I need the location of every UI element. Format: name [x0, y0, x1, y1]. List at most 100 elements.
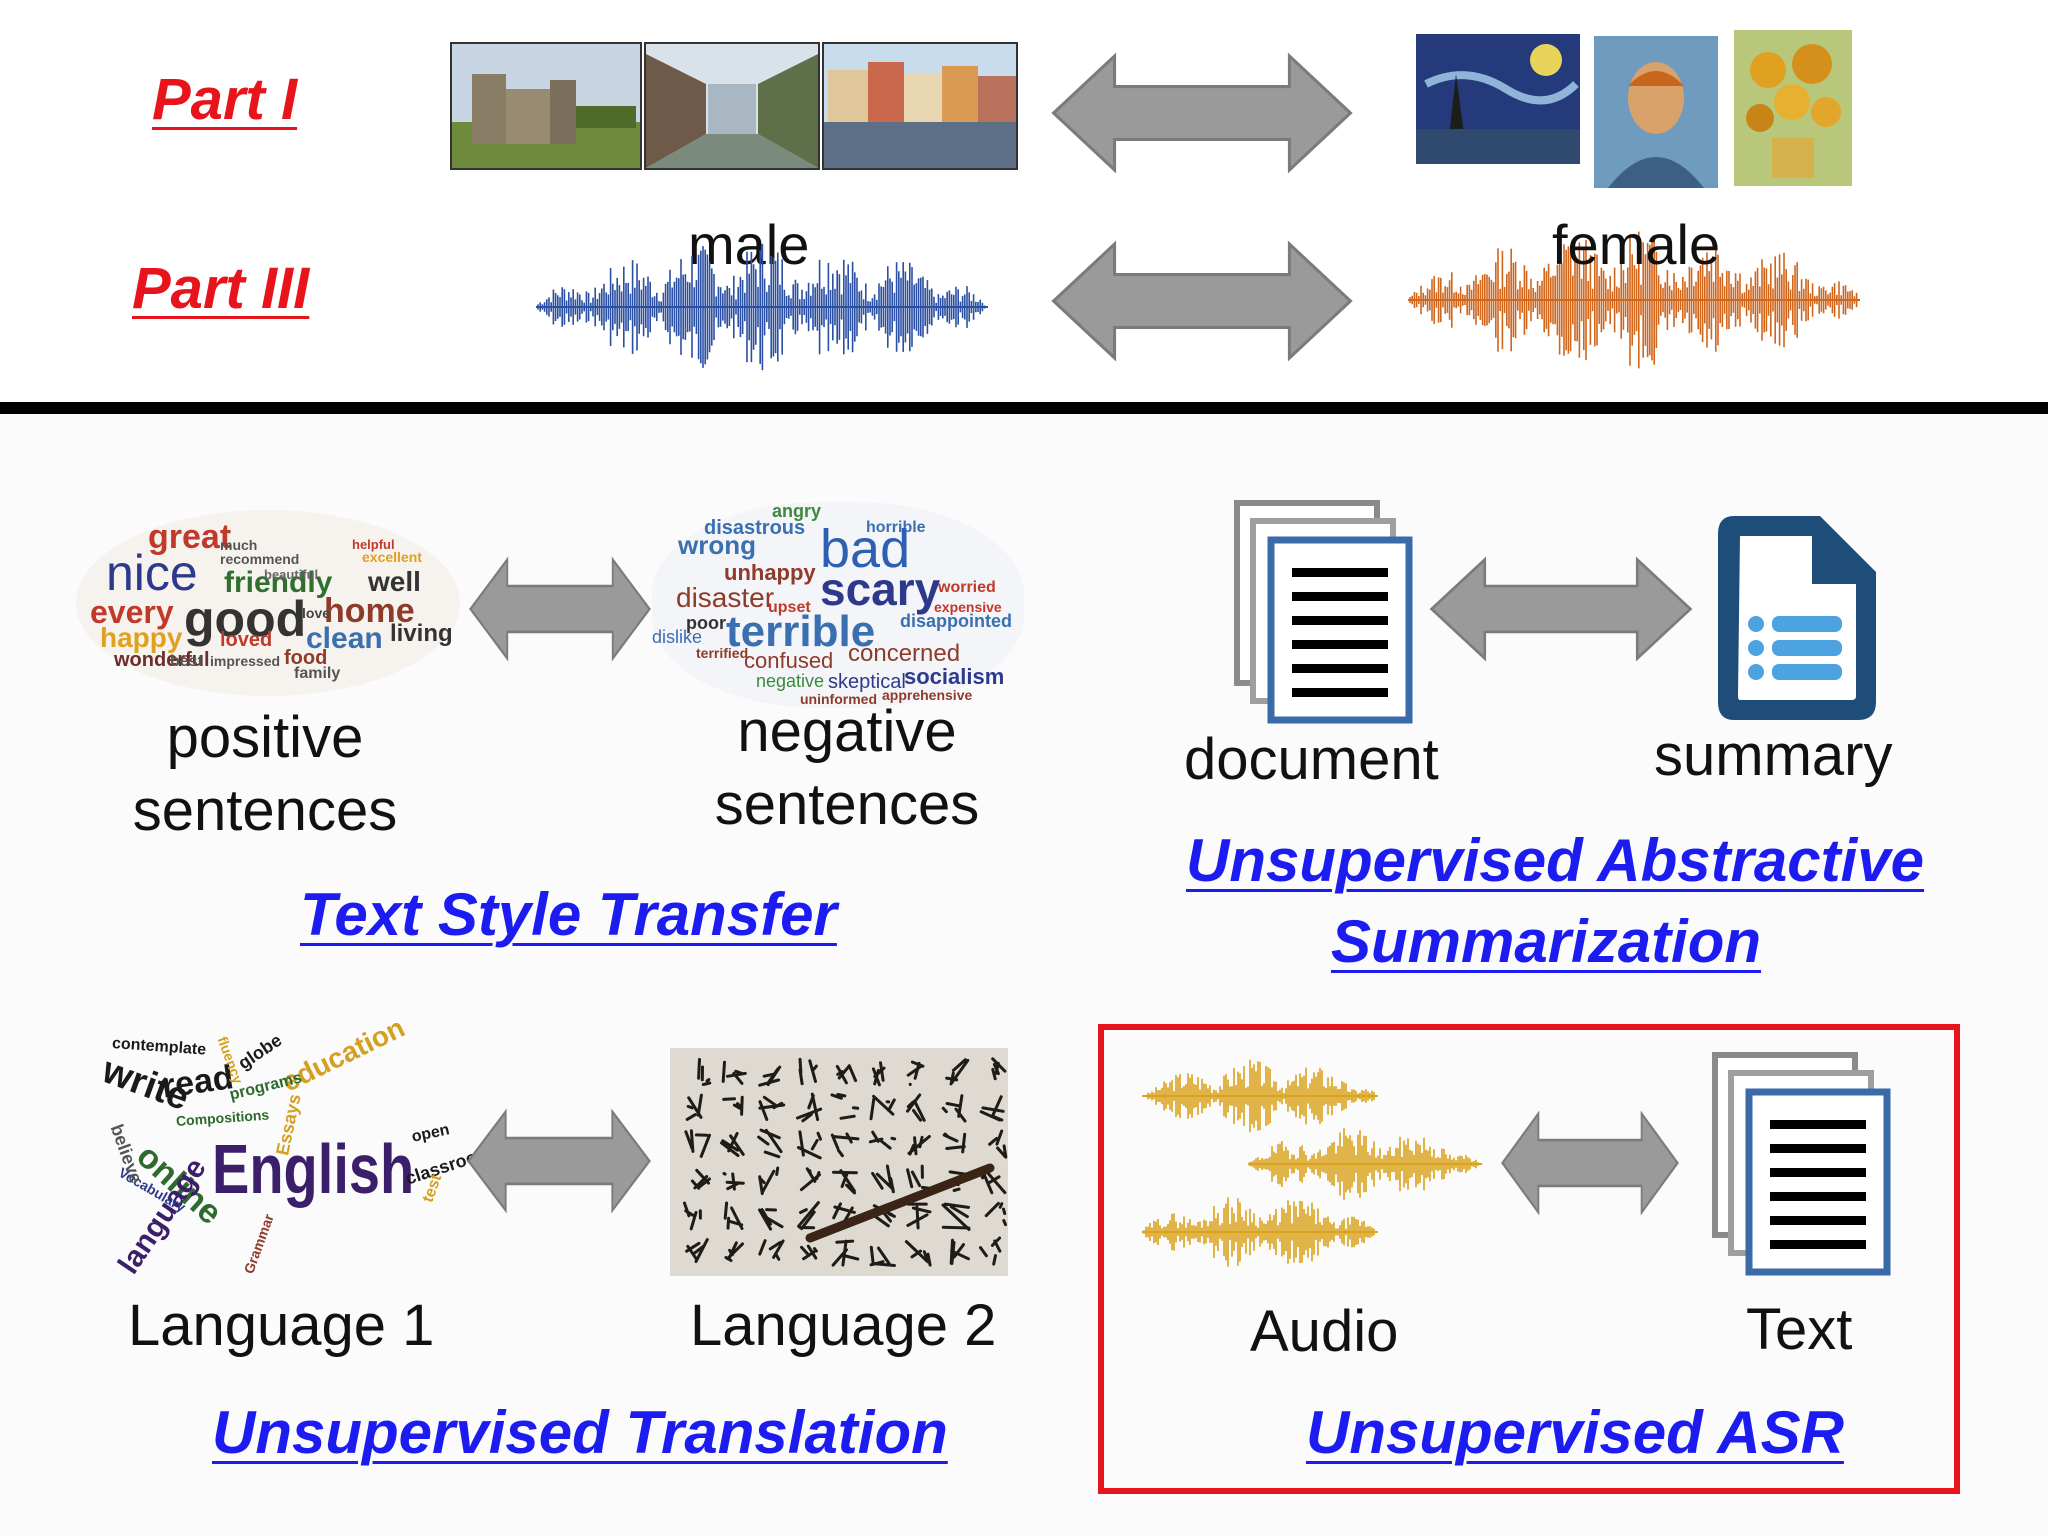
- language-1-label: Language 1: [128, 1293, 435, 1358]
- part-3-label: Part III: [132, 256, 310, 321]
- summary-icon: [1718, 516, 1876, 720]
- double-arrow-images: [1044, 52, 1360, 174]
- document-stack-icon: [1234, 500, 1414, 725]
- calligraphy-glyph: [907, 1135, 931, 1156]
- photo-harbor: [822, 42, 1018, 170]
- cloud-word: much: [220, 537, 258, 553]
- cloud-word: living: [390, 620, 453, 647]
- cloud-word: disastrous: [704, 517, 806, 539]
- double-arrow-audio: [1044, 240, 1360, 362]
- cloud-word: happy: [100, 622, 183, 653]
- language-2-label: Language 2: [690, 1293, 997, 1358]
- calligraphy-glyph: [945, 1058, 970, 1086]
- cloud-word: wrong: [678, 530, 756, 560]
- text-style-transfer-title: Text Style Transfer: [300, 881, 837, 948]
- calligraphy-glyph: [871, 1061, 886, 1087]
- calligraphy-glyph: [941, 1094, 967, 1123]
- calligraphy-glyph: [690, 1168, 711, 1190]
- painting-starry-night: [1416, 34, 1580, 164]
- cloud-word: globe: [234, 1029, 286, 1074]
- calligraphy-glyph: [685, 1093, 703, 1121]
- calligraphy-glyph: [832, 1169, 858, 1195]
- male-waveform: [536, 243, 988, 371]
- cloud-word: every: [90, 594, 174, 630]
- cloud-word: socialism: [904, 664, 1005, 689]
- calligraphy-glyph: [979, 1236, 1002, 1266]
- calligraphy-glyph: [906, 1202, 932, 1230]
- cloud-word: loved: [220, 629, 273, 651]
- cloud-word: beautiful: [264, 567, 319, 582]
- cloud-word: concerned: [848, 640, 961, 667]
- calligraphy-glyph: [685, 1238, 709, 1263]
- positive-label-line1: positive: [166, 705, 364, 770]
- calligraphy-glyph: [978, 1168, 1007, 1195]
- cloud-word: upset: [768, 599, 811, 616]
- calligraphy-glyph: [830, 1132, 860, 1158]
- asr-highlight-box: [1098, 1024, 1960, 1494]
- cloud-word: Grammar: [240, 1211, 277, 1276]
- calligraphy-glyph: [984, 1201, 1007, 1227]
- audio-waveform: [1248, 1128, 1482, 1200]
- cloud-word: dislike: [652, 627, 703, 647]
- cloud-word: terrible: [726, 607, 876, 656]
- cloud-word: disappointed: [900, 611, 1012, 631]
- calligraphy-glyph: [988, 1129, 1008, 1159]
- calligraphy-glyph: [798, 1057, 818, 1086]
- cloud-word: food: [284, 647, 328, 669]
- negative-sentences-label: negative sentences: [694, 696, 1000, 841]
- calligraphy-glyph: [722, 1172, 745, 1191]
- brush: [805, 1163, 995, 1243]
- cloud-word: scary: [820, 563, 941, 615]
- calligraphy-glyph: [796, 1130, 822, 1160]
- calligraphy-glyph: [941, 1202, 971, 1231]
- unsupervised-translation-title: Unsupervised Translation: [212, 1399, 948, 1466]
- male-label: male: [688, 213, 810, 276]
- cloud-word: helpful: [352, 537, 395, 552]
- chinese-calligraphy-image: [670, 1048, 1008, 1276]
- cloud-word: friendly: [224, 566, 333, 599]
- calligraphy-glyph: [979, 1095, 1005, 1122]
- english-word-cloud: English write read online education lang…: [97, 1012, 495, 1280]
- double-arrow-summary: [1428, 556, 1694, 662]
- text-document-icon: [1712, 1052, 1892, 1277]
- positive-word-cloud: great nice friendly every good home well…: [76, 510, 460, 696]
- cloud-word: impressed: [210, 653, 281, 669]
- calligraphy-glyph: [724, 1241, 744, 1262]
- cloud-word: angry: [772, 501, 822, 521]
- calligraphy-glyph: [799, 1167, 821, 1192]
- calligraphy-glyph: [906, 1164, 932, 1190]
- female-label: female: [1552, 213, 1721, 276]
- photo-castle: [450, 42, 642, 170]
- cloud-word: bad: [820, 519, 911, 579]
- painting-sunflowers: [1734, 30, 1852, 186]
- calligraphy-glyph: [832, 1202, 856, 1230]
- cloud-word: horrible: [866, 519, 926, 536]
- unsupervised-abstractive-summarization-title: Unsupervised Abstractive Summarization: [1186, 820, 1924, 982]
- calligraphy-glyph: [991, 1057, 1007, 1081]
- cloud-word: open: [410, 1121, 452, 1146]
- cloud-word: uninformed: [800, 691, 877, 707]
- cloud-word: English: [212, 1130, 415, 1208]
- cloud-word: home: [324, 592, 415, 630]
- cloud-word: skeptical: [828, 671, 906, 693]
- calligraphy-glyph: [723, 1201, 744, 1230]
- calligraphy-glyph: [906, 1060, 925, 1086]
- calligraphy-glyph: [758, 1095, 786, 1121]
- double-arrow-translation: [466, 1108, 652, 1214]
- calligraphy-glyph: [830, 1093, 860, 1120]
- document-label: document: [1184, 727, 1439, 792]
- positive-sentences-label: positive sentences: [112, 702, 418, 847]
- cloud-word: love: [302, 605, 331, 621]
- cloud-word: well: [368, 566, 421, 597]
- cloud-word: unhappy: [724, 560, 816, 585]
- calligraphy-glyph: [722, 1095, 744, 1116]
- calligraphy-glyph: [697, 1058, 712, 1086]
- calligraphy-glyph: [758, 1166, 780, 1196]
- calligraphy-glyph: [868, 1130, 897, 1150]
- calligraphy-glyph: [758, 1239, 785, 1261]
- calligraphy-glyph: [683, 1201, 702, 1231]
- audio-waveform: [1142, 1197, 1378, 1267]
- cloud-word: negative: [756, 671, 825, 691]
- double-arrow-style: [468, 556, 652, 662]
- calligraphy-glyph: [942, 1132, 967, 1154]
